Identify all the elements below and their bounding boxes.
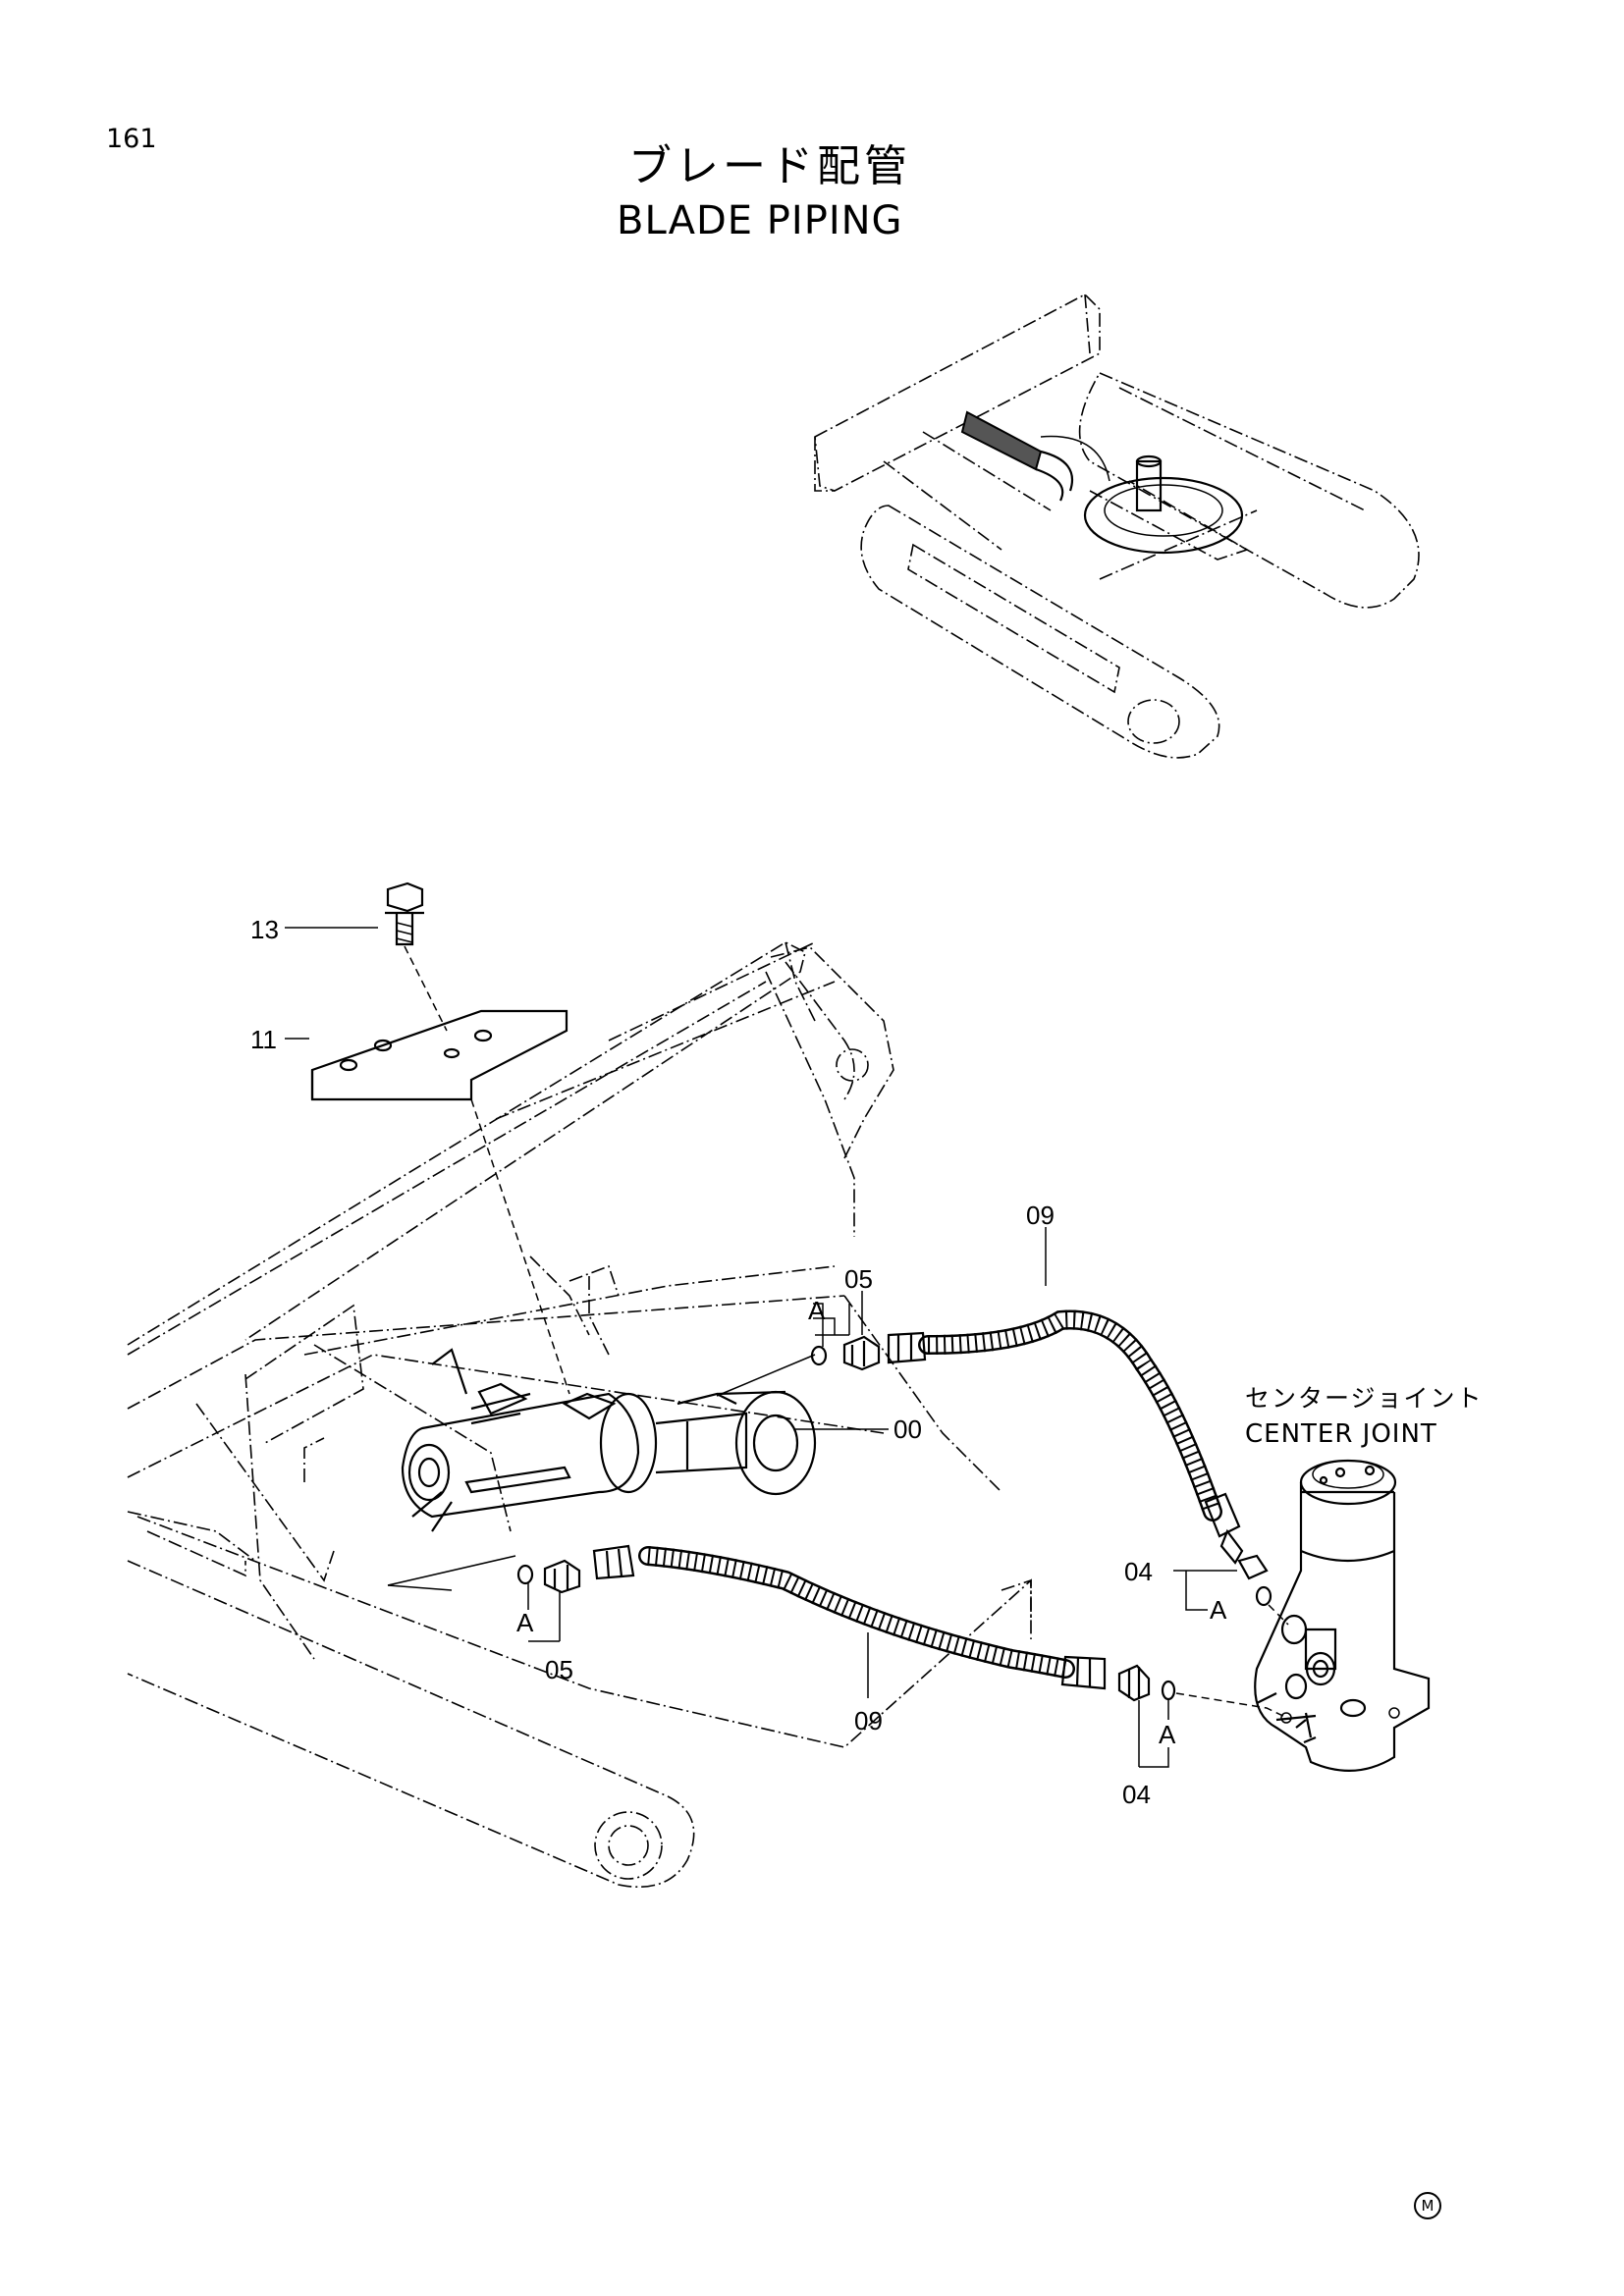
- blade-frame-drawing: [127, 941, 1032, 1888]
- hose-09-lower: [592, 1544, 1107, 1690]
- page-number: 161: [106, 124, 157, 154]
- label-part-05-upper: 05: [844, 1264, 873, 1294]
- hose-09-upper: [887, 1309, 1244, 1565]
- label-part-09-upper: 09: [1026, 1201, 1055, 1230]
- adapter-05-lower: [516, 1559, 581, 1594]
- label-part-04-bottom: 04: [1122, 1780, 1151, 1809]
- plate-11: [310, 1009, 570, 1395]
- label-part-11: 11: [250, 1025, 277, 1054]
- label-part-04-right: 04: [1124, 1557, 1153, 1586]
- label-view-a-bottom: A: [1159, 1720, 1176, 1749]
- adapter-05-upper: [810, 1335, 881, 1371]
- center-joint-label: CENTER JOINT: [1245, 1419, 1437, 1449]
- page-title-japanese: ブレード配管: [628, 141, 911, 191]
- label-part-05-lower: 05: [545, 1655, 573, 1684]
- page-title: BLADE PIPING: [617, 198, 903, 243]
- bolt-13: [385, 881, 448, 1032]
- label-part-13: 13: [250, 915, 279, 944]
- label-view-a-upper: A: [808, 1296, 826, 1325]
- connector-04-right: [1237, 1554, 1289, 1626]
- maker-mark-icon: M: [1414, 2192, 1441, 2219]
- blade-cylinder-00: [401, 1348, 817, 1532]
- overview-machine-drawing: [814, 294, 1420, 759]
- connector-04-bottom: [1117, 1664, 1292, 1721]
- label-view-a-left: A: [516, 1608, 534, 1637]
- label-part-00: 00: [893, 1415, 922, 1444]
- center-joint-label-japanese: センタージョイント: [1245, 1384, 1484, 1413]
- center-joint: [1254, 1459, 1431, 1772]
- label-part-09-lower: 09: [854, 1706, 883, 1735]
- label-view-a-right: A: [1210, 1595, 1227, 1625]
